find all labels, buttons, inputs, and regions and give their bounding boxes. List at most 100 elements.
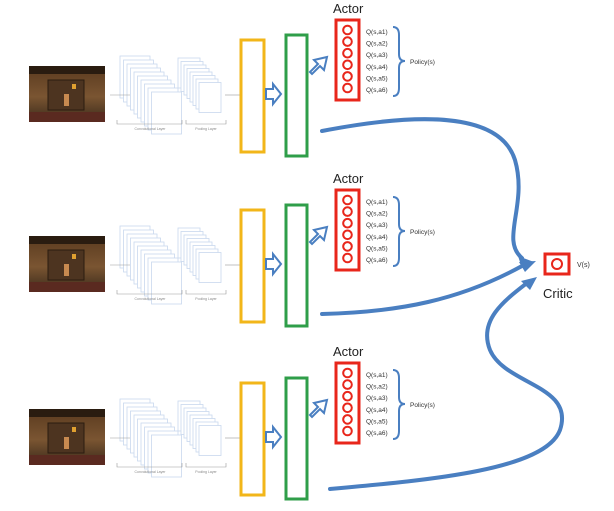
- policy-label: Policy(s): [410, 402, 435, 409]
- actor-output-neuron: [342, 36, 353, 47]
- pool-feature-map: [198, 425, 222, 456]
- pooling-stack: [177, 400, 222, 456]
- hidden-layer-green: [284, 33, 309, 158]
- actor-arrow: [308, 225, 329, 246]
- convolutional-stack: [119, 398, 182, 478]
- actor-output-neuron: [342, 82, 353, 94]
- game-frame-status-bar: [29, 455, 105, 465]
- actor-arrow: [308, 398, 329, 419]
- conv-feature-map: [151, 434, 182, 478]
- pool-layer-label: Pooling Layer: [195, 297, 217, 301]
- pool-bracket: [185, 463, 227, 468]
- q-value-label: Q(s,a1): [366, 372, 388, 379]
- actor-output-neuron: [342, 229, 353, 241]
- conv-layer-label: Convolutional Layer: [135, 470, 167, 474]
- conv-bracket: [116, 120, 183, 125]
- q-value-label: Q(s,a2): [366, 211, 388, 218]
- conv-bracket: [116, 290, 183, 295]
- game-frame-ceiling: [29, 66, 105, 74]
- actor-output-neuron: [342, 425, 353, 437]
- conv-layer-label: Convolutional Layer: [135, 127, 167, 131]
- q-value-label: Q(s,a5): [366, 418, 388, 425]
- game-frame-enemy: [64, 264, 69, 276]
- q-value-label: Q(s,a4): [366, 64, 388, 71]
- actor-output-neuron: [342, 252, 353, 264]
- pool-feature-map: [198, 82, 222, 113]
- game-frame-status-bar: [29, 112, 105, 122]
- q-value-label: Q(s,a5): [366, 75, 388, 82]
- pool-layer-label: Pooling Layer: [195, 127, 217, 131]
- actor-output-neuron: [342, 47, 353, 59]
- actor-output-neuron: [342, 24, 353, 36]
- q-value-label: Q(s,a3): [366, 395, 388, 402]
- actor-output-neuron: [342, 390, 353, 402]
- q-value-label: Q(s,a3): [366, 222, 388, 229]
- q-value-label: Q(s,a1): [366, 29, 388, 36]
- game-frame-light: [72, 254, 76, 259]
- actor-output-neuron: [342, 367, 353, 379]
- pooling-stack: [177, 227, 222, 283]
- q-value-label: Q(s,a5): [366, 245, 388, 252]
- forward-arrow: [265, 251, 283, 277]
- actor-1: Convolutional Layer Pooling Layer ActorQ(s…: [29, 1, 435, 158]
- game-frame-status-bar: [29, 282, 105, 292]
- forward-arrow: [265, 424, 283, 450]
- critic-arrows: [320, 117, 565, 491]
- value-label: V(s): [577, 262, 590, 269]
- arrowhead-2: [519, 261, 536, 272]
- actor-output-neuron: [342, 71, 353, 82]
- policy-label: Policy(s): [410, 59, 435, 66]
- q-value-label: Q(s,a2): [366, 41, 388, 48]
- hidden-layer-yellow: [239, 381, 266, 497]
- q-value-label: Q(s,a6): [366, 87, 388, 94]
- q-value-label: Q(s,a6): [366, 257, 388, 264]
- game-frame-enemy: [64, 437, 69, 449]
- convolutional-stack: [119, 225, 182, 305]
- critic-arrow-2: [320, 264, 524, 316]
- game-frame-ceiling: [29, 409, 105, 417]
- critic-output-neuron: [551, 258, 563, 270]
- actor-output-neuron: [342, 241, 353, 252]
- conv-layer-label: Convolutional Layer: [135, 297, 167, 301]
- pooling-stack: [177, 57, 222, 113]
- q-value-label: Q(s,a6): [366, 430, 388, 437]
- pool-bracket: [185, 120, 227, 125]
- pool-layer-label: Pooling Layer: [195, 470, 217, 474]
- game-frame-enemy: [64, 94, 69, 106]
- hidden-layer-green: [284, 376, 309, 501]
- actor-3: Convolutional Layer Pooling Layer ActorQ(s…: [29, 344, 435, 501]
- conv-feature-map: [151, 261, 182, 305]
- arrowhead-3: [521, 277, 537, 290]
- actor-arrow: [308, 55, 329, 76]
- actor-2: Convolutional Layer Pooling Layer ActorQ(s…: [29, 171, 435, 328]
- game-frame: [29, 66, 105, 122]
- actor-output-neuron: [342, 402, 353, 414]
- q-value-label: Q(s,a4): [366, 407, 388, 414]
- q-value-label: Q(s,a3): [366, 52, 388, 59]
- game-frame: [29, 409, 105, 465]
- actor-label: Actor: [333, 1, 364, 16]
- hidden-layer-green: [284, 203, 309, 328]
- q-value-label: Q(s,a2): [366, 384, 388, 391]
- critic-label: Critic: [543, 286, 573, 301]
- actor-label: Actor: [333, 344, 364, 359]
- actor-output-neuron: [342, 414, 353, 425]
- pool-feature-map: [198, 252, 222, 283]
- actor-output-neuron: [342, 59, 353, 71]
- policy-label: Policy(s): [410, 229, 435, 236]
- actor-output-neuron: [342, 206, 353, 217]
- actor-output-neuron: [342, 217, 353, 229]
- actor-output-neuron: [342, 379, 353, 390]
- game-frame-light: [72, 427, 76, 432]
- forward-arrow: [265, 81, 283, 107]
- critic-arrow-1: [320, 117, 524, 260]
- game-frame: [29, 236, 105, 292]
- q-value-label: Q(s,a4): [366, 234, 388, 241]
- policy-brace: [392, 369, 406, 440]
- hidden-layer-yellow: [239, 208, 266, 324]
- policy-brace: [392, 196, 406, 267]
- actor-output-neuron: [342, 194, 353, 206]
- actor-label: Actor: [333, 171, 364, 186]
- hidden-layer-yellow: [239, 38, 266, 154]
